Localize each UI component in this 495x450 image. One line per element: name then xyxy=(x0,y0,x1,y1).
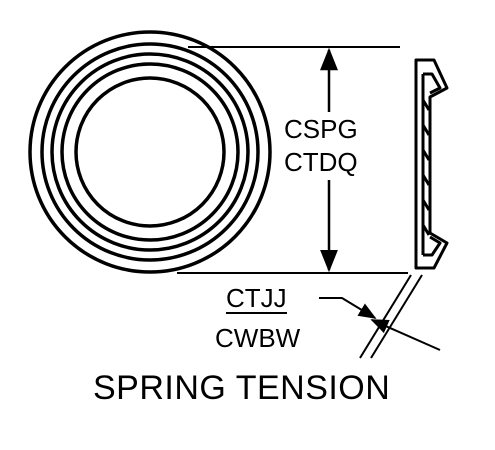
thickness-code-bottom: CWBW xyxy=(215,323,301,353)
thickness-leaders xyxy=(319,297,441,351)
side-view-inner-bottom xyxy=(423,235,442,257)
height-extension-lines xyxy=(177,46,408,274)
diagram-caption: SPRING TENSION xyxy=(93,369,391,407)
hatch-5 xyxy=(421,199,431,211)
washer-side-view xyxy=(414,58,449,270)
washer-ring-inner xyxy=(74,76,226,228)
washer-front-view xyxy=(28,30,272,274)
thickness-line-right xyxy=(370,274,423,359)
hatch-6 xyxy=(421,224,431,236)
thickness-code-top: CTJJ xyxy=(226,283,287,314)
hatch-4 xyxy=(421,174,431,186)
washer-ring-2 xyxy=(40,42,260,262)
washer-ring-4 xyxy=(60,62,240,242)
hatch-3 xyxy=(421,149,431,161)
washer-ring-3 xyxy=(50,52,250,252)
side-view-inner-top xyxy=(423,72,442,95)
height-dimension-code-bottom: CTDQ xyxy=(284,147,358,177)
thickness-line-left xyxy=(359,274,412,359)
side-view-hatching xyxy=(421,99,431,236)
thickness-extension-lines xyxy=(359,274,423,359)
side-view-outline xyxy=(414,58,449,270)
hatch-1 xyxy=(421,99,431,111)
height-dimension-code-top: CSPG xyxy=(284,114,358,144)
thickness-leader xyxy=(319,297,377,319)
washer-ring-outer xyxy=(28,30,272,274)
thickness-arrow-right xyxy=(370,319,441,351)
hatch-2 xyxy=(421,124,431,136)
